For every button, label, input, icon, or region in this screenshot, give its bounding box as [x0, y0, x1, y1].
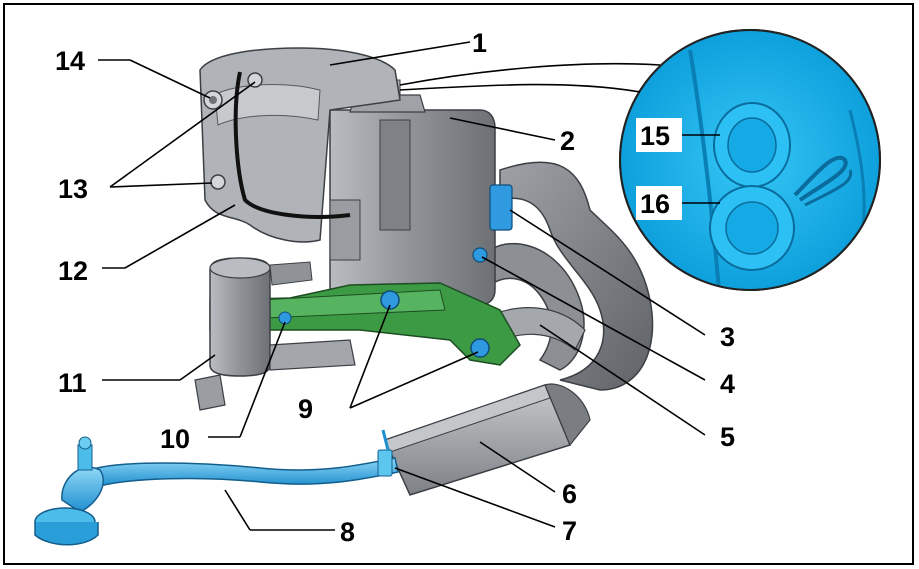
- fuel-line: [34, 429, 399, 546]
- green-bracket: [209, 282, 521, 366]
- leader-lines: [98, 41, 720, 531]
- callout-6: 6: [562, 479, 577, 509]
- exhaust-pipe: [479, 161, 654, 391]
- callout-2: 2: [560, 126, 575, 156]
- callout-16-box: 16: [636, 186, 682, 220]
- callout-11: 11: [58, 368, 87, 398]
- detail-inset: [619, 29, 881, 291]
- circulation-pump: [194, 257, 356, 411]
- callout-12: 12: [58, 256, 88, 286]
- muffler: [383, 383, 591, 496]
- callout-7: 7: [562, 516, 577, 546]
- callout-16: 16: [640, 189, 670, 219]
- callout-1: 1: [472, 28, 487, 58]
- callout-8: 8: [340, 517, 355, 547]
- heater-housing: [329, 79, 496, 306]
- callout-10: 10: [160, 424, 190, 454]
- mounting-bracket-rear: [199, 47, 401, 243]
- callout-9: 9: [298, 394, 313, 424]
- callout-3: 3: [720, 322, 735, 352]
- callout-14: 14: [55, 46, 85, 76]
- callout-5: 5: [720, 422, 735, 452]
- callout-4: 4: [720, 369, 735, 399]
- callout-15: 15: [640, 121, 670, 151]
- callout-13: 13: [58, 174, 88, 204]
- callout-15-box: 15: [636, 118, 682, 152]
